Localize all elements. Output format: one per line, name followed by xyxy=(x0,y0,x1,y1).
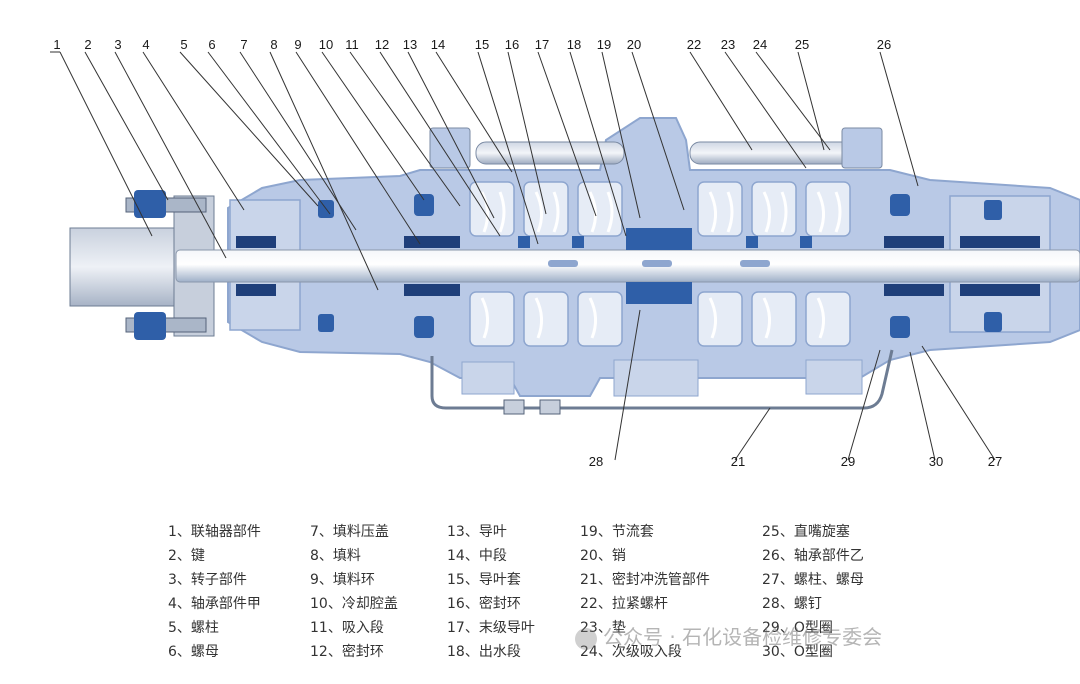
pump-foot-left xyxy=(461,361,515,395)
legend-item: 23、垫 xyxy=(580,620,626,636)
callout-number: 10 xyxy=(319,37,333,52)
flush-pipe-fitting-1 xyxy=(503,399,525,415)
legend-item: 26、轴承部件乙 xyxy=(762,548,864,564)
callout-number: 28 xyxy=(589,454,603,469)
callout-number: 25 xyxy=(795,37,809,52)
callout-leader-lines xyxy=(50,51,996,461)
tie-rod-right xyxy=(689,141,861,165)
legend-item: 29、O型圈 xyxy=(762,620,833,636)
seal-rings xyxy=(318,194,1002,338)
shaft-key-slot-3 xyxy=(740,260,770,267)
legend-item: 7、填料压盖 xyxy=(310,524,389,540)
legend-item: 5、螺柱 xyxy=(168,620,219,636)
watermark: 公众号 · 石化设备检维修专委会 xyxy=(575,622,882,652)
legend-item: 27、螺柱、螺母 xyxy=(762,572,864,588)
legend-item: 4、轴承部件甲 xyxy=(168,596,261,612)
packing-rings xyxy=(236,236,1040,296)
callout-number: 29 xyxy=(841,454,855,469)
callout-number: 1 xyxy=(53,37,60,52)
legend-column: 19、节流套 20、销 21、密封冲洗管部件 22、拉紧螺杆 23、垫 24、次级吸入段 xyxy=(580,520,710,664)
legend-item: 6、螺母 xyxy=(168,644,219,660)
callout-number: 11 xyxy=(345,37,359,52)
tie-rod-left xyxy=(475,141,625,165)
legend-item: 19、节流套 xyxy=(580,524,654,540)
legend-item: 9、填料环 xyxy=(310,572,375,588)
callout-number: 12 xyxy=(375,37,389,52)
callout-number: 20 xyxy=(627,37,641,52)
legend-item: 15、导叶套 xyxy=(447,572,521,588)
callout-number: 27 xyxy=(988,454,1002,469)
legend-item: 24、次级吸入段 xyxy=(580,644,682,660)
legend-item: 11、吸入段 xyxy=(310,620,384,636)
callout-number: 26 xyxy=(877,37,891,52)
callout-number: 7 xyxy=(240,37,247,52)
callout-number: 19 xyxy=(597,37,611,52)
callout-number: 6 xyxy=(208,37,215,52)
callout-number: 2 xyxy=(84,37,91,52)
balance-drum-bottom xyxy=(626,282,692,304)
legend-column: 1、联轴器部件 2、键 3、转子部件 4、轴承部件甲 5、螺柱 6、螺母 xyxy=(168,520,261,664)
legend-column: 13、导叶 14、中段 15、导叶套 16、密封环 17、末级导叶 18、出水段 xyxy=(447,520,535,664)
coupling-hub xyxy=(69,227,175,307)
callout-number: 30 xyxy=(929,454,943,469)
callout-number: 24 xyxy=(753,37,767,52)
watermark-text: 公众号 · 石化设备检维修专委会 xyxy=(603,625,883,649)
callout-number: 22 xyxy=(687,37,701,52)
callout-number: 5 xyxy=(180,37,187,52)
callout-number: 15 xyxy=(475,37,489,52)
shaft-key-slot-1 xyxy=(548,260,578,267)
callout-number: 3 xyxy=(114,37,121,52)
coupling-rubber-bottom xyxy=(134,312,166,340)
tie-rod-nut-left xyxy=(429,127,471,169)
impeller-vanes xyxy=(480,191,842,339)
legend-item: 16、密封环 xyxy=(447,596,521,612)
shaft-key-slot-2 xyxy=(642,260,672,267)
legend-item: 10、冷却腔盖 xyxy=(310,596,398,612)
wechat-icon xyxy=(575,627,597,650)
callout-number: 14 xyxy=(431,37,445,52)
balance-drum-top xyxy=(626,228,692,250)
callout-number: 18 xyxy=(567,37,581,52)
legend-item: 14、中段 xyxy=(447,548,507,564)
legend-item: 25、直嘴旋塞 xyxy=(762,524,850,540)
coupling-rubber-top xyxy=(134,190,166,218)
callout-number: 16 xyxy=(505,37,519,52)
legend-item: 22、拉紧螺杆 xyxy=(580,596,668,612)
legend-item: 20、销 xyxy=(580,548,626,564)
legend-item: 30、O型圈 xyxy=(762,644,833,660)
legend-item: 18、出水段 xyxy=(447,644,521,660)
pump-foot-right xyxy=(805,359,863,395)
legend-item: 8、填料 xyxy=(310,548,361,564)
callout-number: 17 xyxy=(535,37,549,52)
legend-item: 17、末级导叶 xyxy=(447,620,535,636)
legend-item: 21、密封冲洗管部件 xyxy=(580,572,710,588)
legend-item: 2、键 xyxy=(168,548,205,564)
callout-number: 8 xyxy=(270,37,277,52)
callout-number: 23 xyxy=(721,37,735,52)
callout-number: 21 xyxy=(731,454,745,469)
callout-number: 13 xyxy=(403,37,417,52)
seal-flush-pipe xyxy=(430,349,894,410)
callout-number: 4 xyxy=(142,37,149,52)
legend-item: 12、密封环 xyxy=(310,644,384,660)
callout-numbers-bottom: 28 21 29 30 27 xyxy=(589,454,1002,469)
parts-legend: 1、联轴器部件 2、键 3、转子部件 4、轴承部件甲 5、螺柱 6、螺母 7、填料压盖 8、填… xyxy=(0,520,1080,670)
legend-item: 3、转子部件 xyxy=(168,572,247,588)
tie-rod-nut-right xyxy=(841,127,883,169)
pump-foot-mid xyxy=(613,359,699,397)
legend-item: 28、螺钉 xyxy=(762,596,822,612)
legend-item: 13、导叶 xyxy=(447,524,507,540)
legend-column: 7、填料压盖 8、填料 9、填料环 10、冷却腔盖 11、吸入段 12、密封环 xyxy=(310,520,398,664)
flush-pipe-fitting-2 xyxy=(539,399,561,415)
pump-shaft xyxy=(175,249,1080,283)
legend-item: 1、联轴器部件 xyxy=(168,524,261,540)
legend-column: 25、直嘴旋塞 26、轴承部件乙 27、螺柱、螺母 28、螺钉 29、O型圈 30、O型圈 xyxy=(762,520,864,664)
callout-number: 9 xyxy=(294,37,301,52)
